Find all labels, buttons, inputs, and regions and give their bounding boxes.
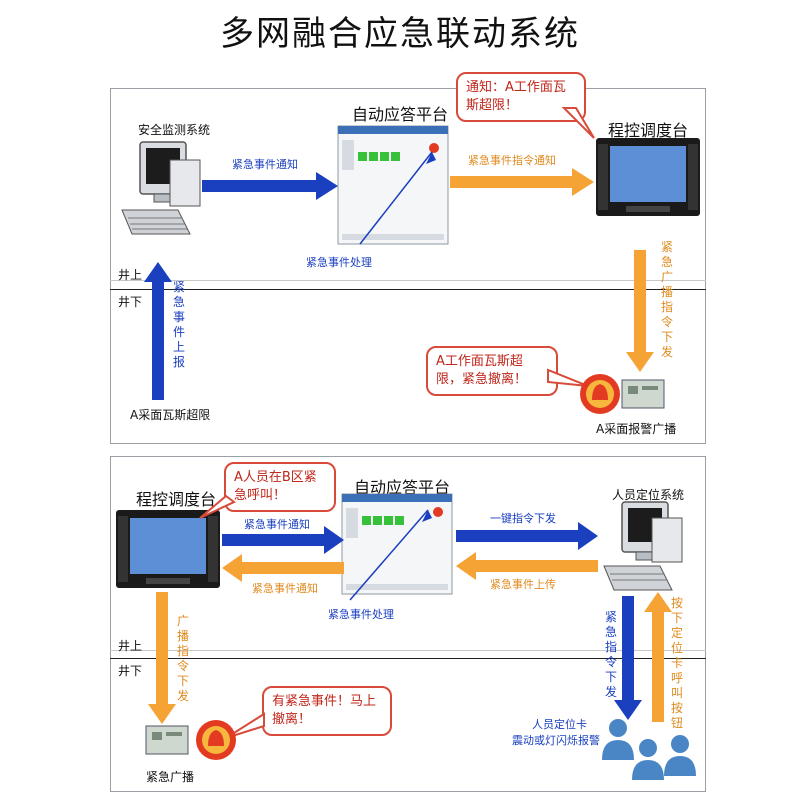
bottom-upload-text: 紧急事件上传 bbox=[490, 578, 556, 591]
bottom-above-ground-label: 井上 bbox=[118, 639, 143, 653]
top-notice-callout: 通知：A工作面瓦斯超限！ bbox=[456, 72, 586, 122]
bottom-call-callout-pointer bbox=[199, 494, 236, 519]
top-arrow-instruction-notice bbox=[450, 168, 594, 196]
bottom-evacuate-callout: 有紧急事件！马上撤离！ bbox=[262, 686, 392, 736]
people-icon bbox=[602, 719, 696, 780]
top-broadcast-vertical-text: 紧急广播指令下发 bbox=[660, 240, 673, 359]
top-processing-text: 紧急事件处理 bbox=[306, 256, 372, 269]
top-ground-separator-light bbox=[110, 280, 706, 281]
top-dispatch-label: 程控调度台 bbox=[608, 121, 689, 140]
bottom-notice-right-text: 紧急事件通知 bbox=[244, 518, 310, 531]
top-report-vertical-text: 紧急事件上报 bbox=[172, 280, 185, 369]
bottom-evacuate-callout-pointer bbox=[225, 712, 265, 739]
bottom-processing-line bbox=[349, 509, 429, 601]
bottom-alarm-bell-icon bbox=[145, 720, 236, 760]
bottom-auto-platform-label: 自动应答平台 bbox=[354, 478, 451, 497]
top-alarm-callout-pointer bbox=[547, 368, 589, 387]
locator-card-alarm-text: 震动或灯闪烁报警 bbox=[512, 734, 600, 747]
bottom-arrow-press-up bbox=[644, 592, 672, 722]
bottom-dispatch-label: 程控调度台 bbox=[136, 490, 217, 509]
personnel-system-label: 人员定位系统 bbox=[612, 488, 685, 502]
bottom-arrow-one-key-right bbox=[456, 522, 598, 550]
bottom-call-callout: A人员在B区紧急呼叫！ bbox=[224, 462, 336, 512]
top-above-ground-label: 井上 bbox=[118, 268, 143, 282]
emergency-broadcast-label: 紧急广播 bbox=[146, 770, 195, 784]
personnel-computer-icon bbox=[603, 501, 683, 591]
top-callout-pointer bbox=[561, 107, 595, 139]
alarm-broadcast-label: A采面报警广播 bbox=[596, 422, 677, 436]
bottom-auto-platform-screen-icon bbox=[341, 493, 453, 595]
bottom-notice-left-text: 紧急事件通知 bbox=[252, 582, 318, 595]
bottom-arrow-emergency-down bbox=[614, 596, 642, 720]
bottom-ground-separator-light bbox=[110, 650, 706, 651]
top-instruction-notice-text: 紧急事件指令通知 bbox=[468, 154, 556, 167]
bottom-processing-text: 紧急事件处理 bbox=[328, 608, 394, 621]
safety-system-label: 安全监测系统 bbox=[138, 123, 211, 137]
bottom-arrow-upload-left bbox=[456, 552, 598, 580]
top-alarm-bell-icon bbox=[580, 374, 665, 414]
top-arrow-report-up bbox=[144, 262, 172, 400]
top-emergency-notice-text: 紧急事件通知 bbox=[232, 158, 298, 171]
bottom-ground-line bbox=[110, 658, 706, 659]
locator-card-title: 人员定位卡 bbox=[532, 718, 587, 731]
bottom-one-key-text: 一键指令下发 bbox=[490, 512, 556, 525]
top-below-ground-label: 井下 bbox=[118, 295, 143, 309]
top-dispatch-console-icon bbox=[596, 138, 700, 216]
top-arrow-broadcast-down bbox=[626, 250, 654, 372]
top-processing-line bbox=[359, 151, 433, 245]
top-auto-platform-screen-icon bbox=[337, 125, 449, 245]
bottom-arrow-notice-right bbox=[222, 526, 344, 554]
bottom-arrow-broadcast-down bbox=[148, 592, 176, 724]
bottom-dispatch-console-icon bbox=[116, 510, 220, 588]
bottom-broadcast-vertical-text: 广播指令下发 bbox=[176, 614, 189, 703]
safety-computer-icon bbox=[121, 141, 201, 235]
bottom-arrow-notice-left bbox=[222, 554, 344, 582]
page-title: 多网融合应急联动系统 bbox=[220, 14, 580, 54]
top-ground-line bbox=[110, 289, 706, 290]
bottom-press-vertical-text: 按下定位卡呼叫按钮 bbox=[670, 596, 683, 730]
top-arrow-emergency-notice bbox=[202, 172, 338, 200]
top-auto-platform-label: 自动应答平台 bbox=[352, 105, 449, 124]
bottom-below-ground-label: 井下 bbox=[118, 664, 143, 678]
gas-exceed-label: A采面瓦斯超限 bbox=[130, 408, 211, 422]
bottom-emergency-vertical-text: 紧急指令下发 bbox=[604, 610, 617, 699]
top-alarm-callout: A工作面瓦斯超限，紧急撤离！ bbox=[426, 346, 558, 396]
